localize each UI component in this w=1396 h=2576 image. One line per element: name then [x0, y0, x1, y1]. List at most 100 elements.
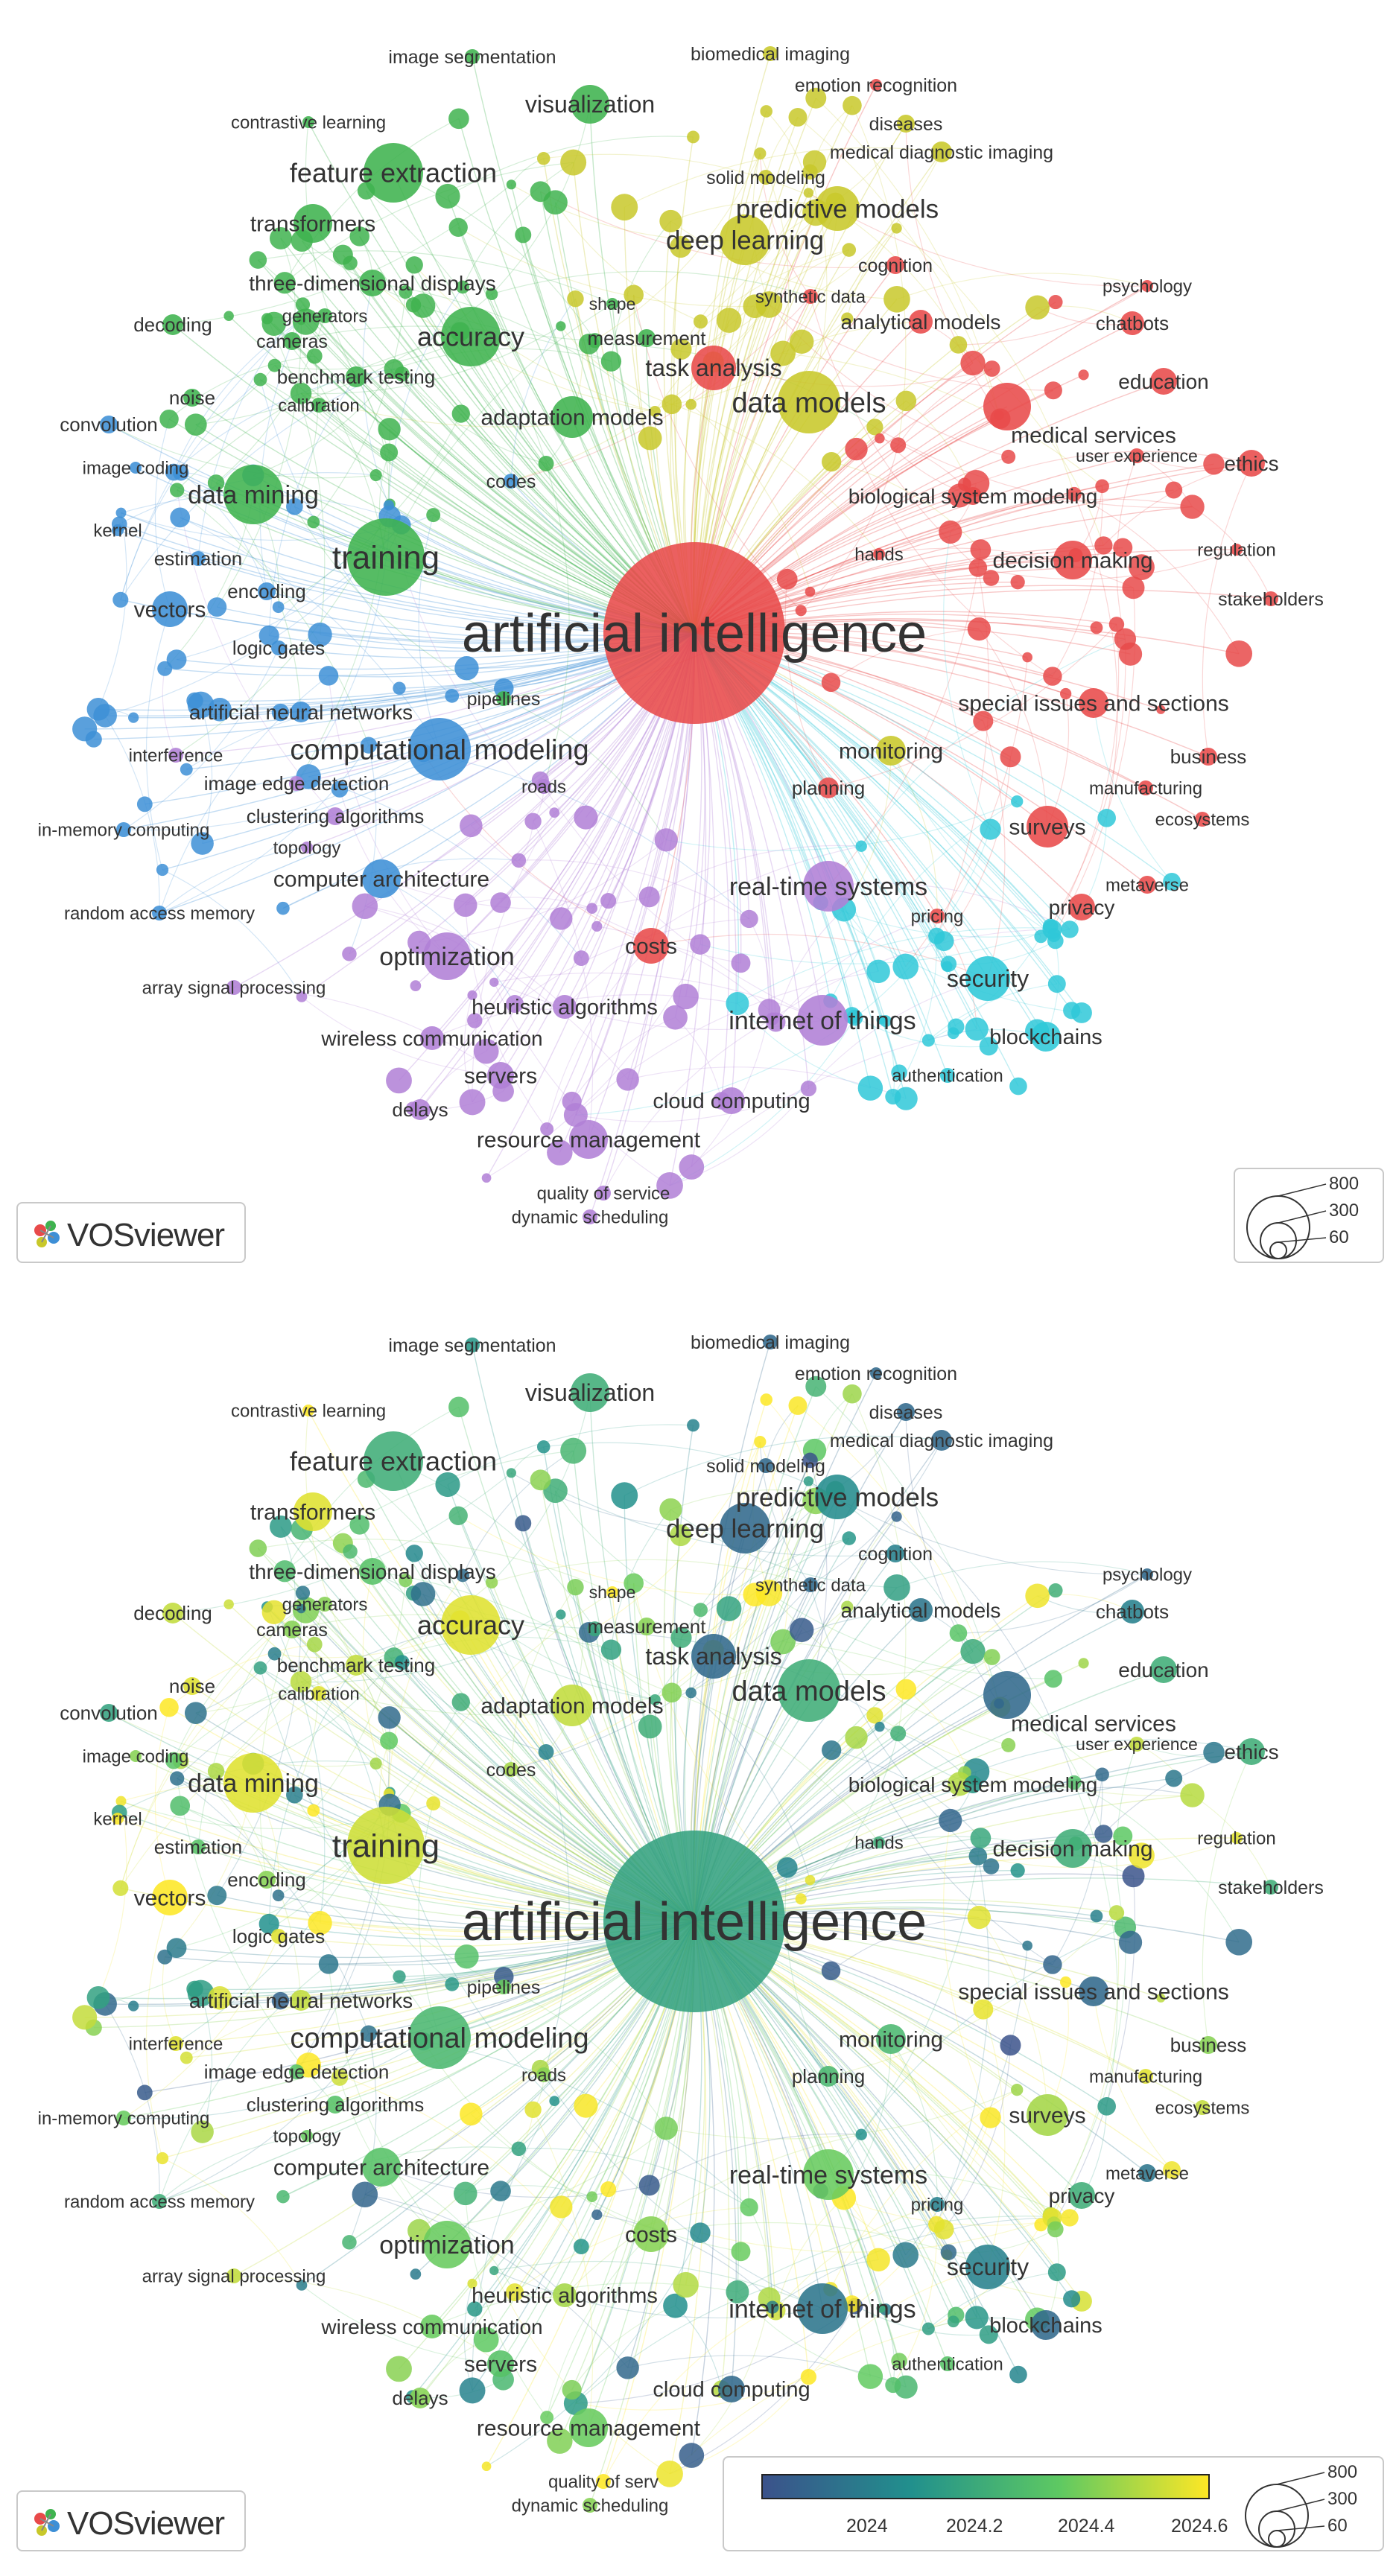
keyword-node[interactable] [296, 315, 306, 325]
node-array-signal-processing[interactable] [226, 2268, 241, 2283]
node-servers[interactable] [487, 1062, 514, 1089]
keyword-node[interactable] [460, 814, 483, 838]
node-diseases[interactable] [897, 115, 915, 133]
keyword-node[interactable] [573, 950, 589, 967]
keyword-node[interactable] [624, 1573, 644, 1594]
keyword-node[interactable] [448, 217, 468, 237]
keyword-node[interactable] [112, 1880, 129, 1896]
keyword-node[interactable] [128, 712, 139, 723]
keyword-node[interactable] [378, 1706, 401, 1729]
keyword-node[interactable] [933, 931, 954, 951]
keyword-node[interactable] [258, 625, 279, 646]
node-psychology[interactable] [1141, 1568, 1153, 1580]
keyword-node[interactable] [940, 2244, 957, 2260]
keyword-node[interactable] [485, 287, 498, 301]
keyword-node[interactable] [776, 568, 798, 590]
keyword-node[interactable] [1047, 2263, 1066, 2282]
keyword-node[interactable] [1095, 479, 1109, 494]
keyword-node[interactable] [690, 2222, 711, 2243]
node-ethics[interactable] [1238, 450, 1265, 477]
keyword-node[interactable] [1000, 2035, 1021, 2056]
keyword-node[interactable] [506, 1468, 516, 1478]
node-codes[interactable] [504, 474, 518, 489]
node-computer-architecture[interactable] [362, 2148, 401, 2187]
node-convolution[interactable] [100, 1704, 118, 1722]
keyword-node[interactable] [165, 463, 183, 481]
keyword-node[interactable] [885, 2377, 901, 2394]
keyword-node[interactable] [515, 1515, 532, 1532]
node-blockchains[interactable] [1031, 1022, 1061, 1052]
keyword-node[interactable] [306, 348, 323, 364]
keyword-node[interactable] [947, 2315, 959, 2328]
keyword-node[interactable] [795, 605, 807, 617]
node-wireless-communication[interactable] [420, 1026, 444, 1050]
node-task-analysis[interactable] [691, 1634, 736, 1679]
keyword-node[interactable] [538, 1743, 554, 1760]
keyword-node[interactable] [405, 256, 423, 274]
keyword-node[interactable] [883, 1574, 910, 1601]
keyword-node[interactable] [550, 2195, 573, 2219]
keyword-node[interactable] [540, 2411, 554, 2425]
node-regulation[interactable] [1231, 1832, 1243, 1844]
keyword-node[interactable] [166, 1938, 187, 1959]
keyword-node[interactable] [184, 1702, 207, 1725]
keyword-node[interactable] [983, 1858, 1000, 1874]
keyword-node[interactable] [649, 405, 661, 417]
keyword-node[interactable] [489, 2265, 499, 2276]
keyword-node[interactable] [841, 312, 854, 325]
keyword-node[interactable] [290, 382, 312, 404]
keyword-node[interactable] [380, 443, 399, 462]
node-predictive-models[interactable] [815, 1475, 860, 1519]
node-cloud-computing[interactable] [718, 1087, 745, 1114]
keyword-node[interactable] [307, 515, 320, 529]
keyword-node[interactable] [973, 1999, 994, 2020]
keyword-node[interactable] [716, 1596, 742, 1621]
keyword-node[interactable] [970, 1828, 992, 1848]
keyword-node[interactable] [866, 2248, 890, 2272]
node-psychology[interactable] [1141, 280, 1153, 292]
keyword-node[interactable] [611, 1482, 638, 1510]
keyword-node[interactable] [445, 688, 460, 703]
keyword-node[interactable] [743, 1583, 767, 1607]
keyword-node[interactable] [435, 1472, 460, 1498]
keyword-node[interactable] [308, 1911, 332, 1936]
keyword-node[interactable] [170, 1796, 191, 1816]
keyword-node[interactable] [467, 990, 478, 1000]
keyword-node[interactable] [1113, 538, 1133, 558]
keyword-node[interactable] [1122, 576, 1145, 600]
node-privacy[interactable] [1068, 2182, 1095, 2209]
keyword-node[interactable] [1010, 1863, 1025, 1878]
node-dynamic-scheduling[interactable] [583, 2498, 597, 2513]
node-quality-of-service[interactable] [596, 2474, 611, 2489]
keyword-node[interactable] [574, 2093, 598, 2118]
keyword-node[interactable] [673, 983, 699, 1010]
keyword-node[interactable] [1047, 975, 1066, 993]
node-wireless-communication[interactable] [420, 2315, 444, 2338]
keyword-node[interactable] [947, 1027, 959, 1040]
keyword-node[interactable] [1011, 2083, 1024, 2096]
keyword-node[interactable] [207, 597, 227, 617]
keyword-node[interactable] [656, 1172, 683, 1199]
node-business[interactable] [1199, 2036, 1217, 2054]
node-image-coding[interactable] [130, 1750, 142, 1762]
keyword-node[interactable] [360, 737, 378, 754]
keyword-node[interactable] [1097, 809, 1116, 827]
keyword-node[interactable] [1129, 1842, 1155, 1869]
keyword-node[interactable] [788, 1396, 808, 1415]
node-medical-services[interactable] [983, 383, 1031, 430]
node-artificial-neural-networks[interactable] [291, 702, 311, 722]
node-security[interactable] [965, 956, 1010, 1001]
node-noise[interactable] [183, 389, 201, 407]
node-image-edge-detection[interactable] [289, 776, 304, 791]
keyword-node[interactable] [1225, 1928, 1253, 1956]
node-dynamic-scheduling[interactable] [583, 1209, 597, 1224]
keyword-node[interactable] [970, 539, 992, 560]
keyword-node[interactable] [766, 2300, 779, 2314]
node-special-issues[interactable] [1079, 1976, 1108, 2006]
keyword-node[interactable] [875, 433, 885, 444]
keyword-node[interactable] [574, 805, 598, 830]
keyword-node[interactable] [1095, 1767, 1109, 1782]
node-logic-gates[interactable] [271, 640, 286, 655]
keyword-node[interactable] [1067, 1775, 1082, 1790]
keyword-node[interactable] [267, 1647, 282, 1661]
